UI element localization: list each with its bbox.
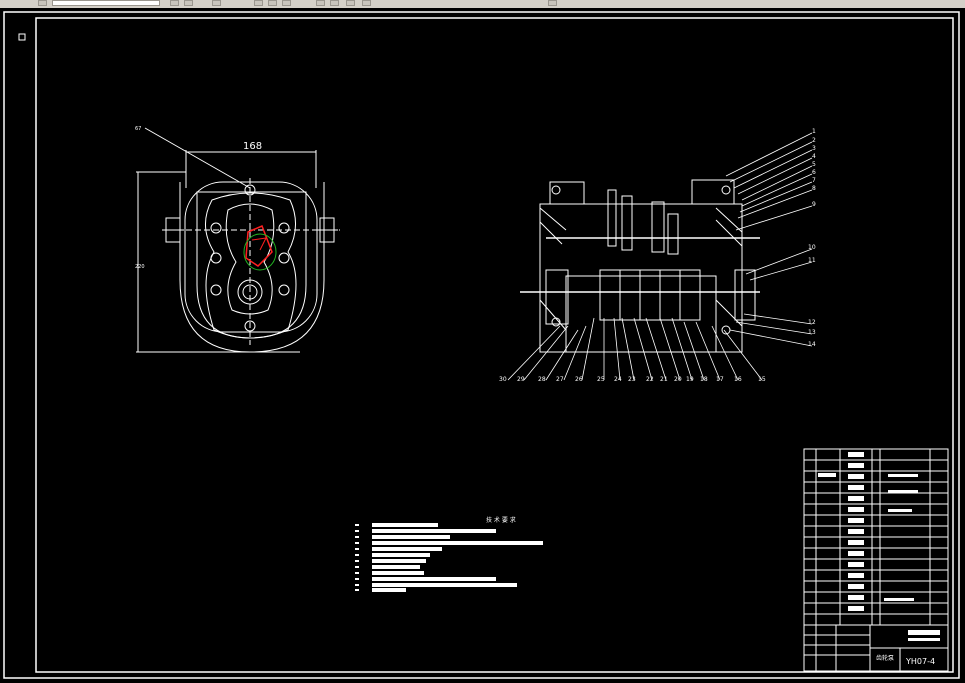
callout-8: 8 — [812, 185, 816, 192]
callouts-right: 1 2 3 4 5 6 7 8 9 10 11 12 13 14 — [808, 128, 816, 348]
dim-width: 168 — [243, 141, 262, 152]
callout-3: 3 — [812, 145, 816, 152]
callout-28: 28 — [538, 376, 546, 383]
paste-icon[interactable] — [282, 0, 291, 6]
callout-19: 19 — [686, 376, 694, 383]
callout-26: 26 — [575, 376, 583, 383]
parts-list-text — [818, 452, 940, 641]
callout-20: 20 — [674, 376, 682, 383]
top-view — [136, 127, 340, 353]
cut-icon[interactable] — [254, 0, 263, 6]
section-view — [520, 179, 760, 353]
callout-30: 30 — [499, 376, 507, 383]
drawing-number: YH07-4 — [905, 657, 935, 666]
callout-14: 14 — [808, 341, 816, 348]
callout-27: 27 — [556, 376, 564, 383]
callout-18: 18 — [700, 376, 708, 383]
callout-16: 16 — [734, 376, 742, 383]
callout-13: 13 — [808, 329, 816, 336]
drawing-title: 齿轮泵 — [876, 654, 894, 662]
callout-25: 25 — [597, 376, 605, 383]
callout-10: 10 — [808, 244, 816, 251]
callout-17: 17 — [716, 376, 724, 383]
callout-12: 12 — [808, 319, 816, 326]
notes-title: 技 术 要 求 — [486, 516, 516, 524]
inner-frame — [35, 17, 954, 673]
preview-icon[interactable] — [212, 0, 221, 6]
callout-11: 11 — [808, 257, 816, 264]
callout-9: 9 — [812, 201, 816, 208]
callouts-bottom: 30 29 28 27 26 25 24 23 22 21 20 19 18 1… — [499, 376, 766, 383]
drawing-sheet: 168 220 67 — [3, 11, 960, 679]
callout-6: 6 — [812, 169, 816, 176]
callout-22: 22 — [646, 376, 654, 383]
callout-7: 7 — [812, 177, 816, 184]
callout-24: 24 — [614, 376, 622, 383]
drawing-canvas[interactable]: 168 220 67 — [0, 8, 965, 683]
outer-frame — [3, 11, 960, 679]
title-block — [803, 448, 949, 672]
new-icon[interactable] — [38, 0, 47, 6]
callout-21: 21 — [660, 376, 668, 383]
callout-4: 4 — [812, 153, 816, 160]
copy-icon[interactable] — [268, 0, 277, 6]
callout-2: 2 — [812, 137, 816, 144]
pan-icon[interactable] — [346, 0, 355, 6]
callout-5: 5 — [812, 161, 816, 168]
zoom-icon[interactable] — [362, 0, 371, 6]
callout-15: 15 — [758, 376, 766, 383]
callout-1: 1 — [812, 128, 816, 135]
top-view-gears — [243, 225, 277, 271]
section-leaders — [507, 132, 813, 381]
undo-icon[interactable] — [316, 0, 325, 6]
dim-height: 220 — [135, 264, 145, 270]
ucs-marker — [18, 33, 26, 41]
callout-top: 67 — [135, 126, 141, 132]
redo-icon[interactable] — [330, 0, 339, 6]
callout-29: 29 — [517, 376, 525, 383]
open-icon[interactable] — [52, 0, 160, 6]
technical-notes: 技 术 要 求 — [355, 516, 543, 592]
save-icon[interactable] — [170, 0, 179, 6]
callout-23: 23 — [628, 376, 636, 383]
properties-icon[interactable] — [548, 0, 557, 6]
print-icon[interactable] — [184, 0, 193, 6]
